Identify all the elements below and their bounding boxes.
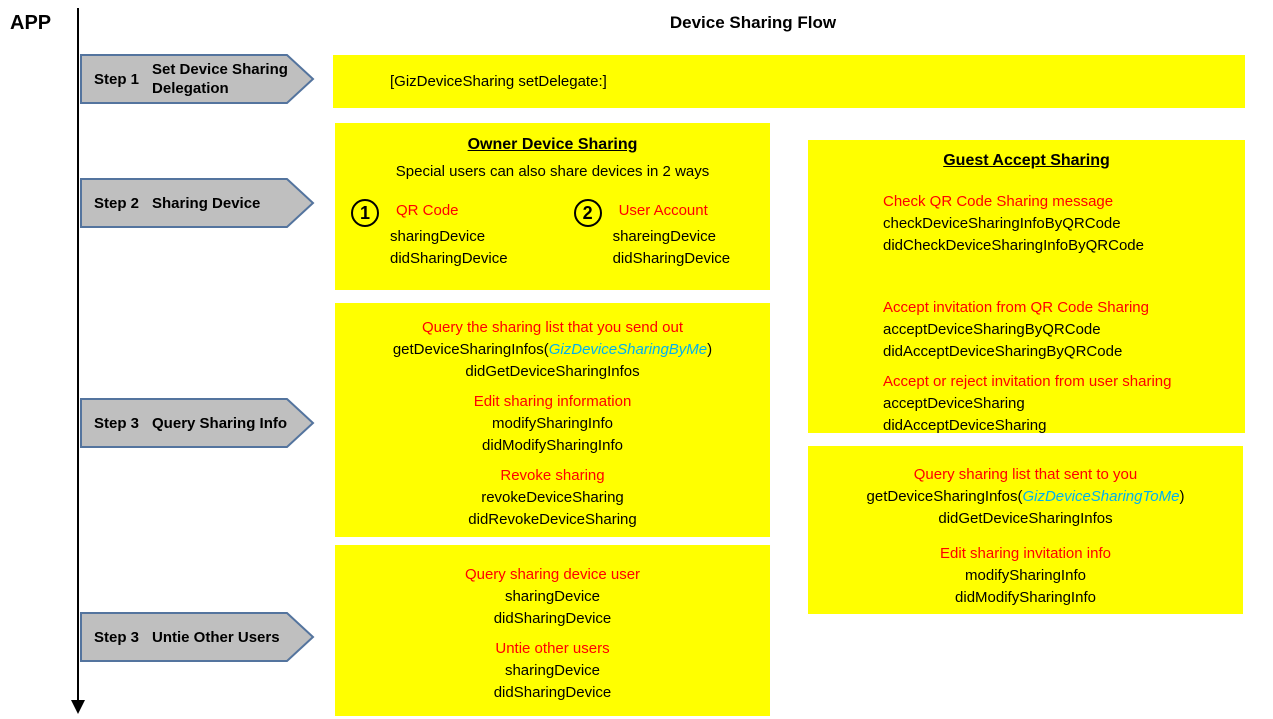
option-2-circle-icon: 2 xyxy=(573,199,602,227)
api-callback: didSharingDevice xyxy=(390,250,508,267)
api-method: sharingDevice xyxy=(390,228,486,245)
section-heading: Query the sharing list that you send out xyxy=(422,319,683,336)
api-callback: didModifySharingInfo xyxy=(482,437,623,454)
section-heading: Edit sharing invitation info xyxy=(940,545,1111,562)
section-edit-sharing: Edit sharing information modifySharingIn… xyxy=(335,391,770,457)
section-heading: Edit sharing information xyxy=(473,393,632,410)
api-method: checkDeviceSharingInfoByQRCode xyxy=(883,215,1121,232)
section-heading: Accept or reject invitation from user sh… xyxy=(883,373,1172,390)
section-accept-user-sharing: Accept or reject invitation from user sh… xyxy=(883,371,1245,437)
step-number: Step 2 xyxy=(94,194,140,212)
step-number: Step 3 xyxy=(94,628,140,646)
page-title: Device Sharing Flow xyxy=(669,13,837,32)
section-check-qr: Check QR Code Sharing message checkDevic… xyxy=(883,191,1245,257)
api-call-line: getDeviceSharingInfos(GizDeviceSharingTo… xyxy=(808,486,1243,508)
api-callback: didCheckDeviceSharingInfoByQRCode xyxy=(883,237,1144,254)
section-heading: Untie other users xyxy=(495,640,610,657)
api-method: acceptDeviceSharingByQRCode xyxy=(883,321,1101,338)
step3-untie-arrow: Step 3 Untie Other Users xyxy=(80,612,315,662)
api-call-prefix: getDeviceSharingInfos( xyxy=(392,341,549,358)
query-sent-to-you-box: Query sharing list that sent to you getD… xyxy=(808,446,1243,614)
step3-query-arrow: Step 3 Query Sharing Info xyxy=(80,398,315,448)
owner-device-sharing-box: Owner Device Sharing Special users can a… xyxy=(335,123,770,290)
step-number: Step 1 xyxy=(94,70,140,88)
query-sharing-info-box: Query the sharing list that you send out… xyxy=(335,303,770,537)
api-call-line: getDeviceSharingInfos(GizDeviceSharingBy… xyxy=(335,339,770,361)
option-1-circle-icon: 1 xyxy=(351,199,379,227)
api-callback: didGetDeviceSharingInfos xyxy=(938,510,1113,527)
section-heading: Query sharing device user xyxy=(464,566,641,583)
api-call-param: GizDeviceSharingToMe xyxy=(1022,488,1180,505)
box-content: Check QR Code Sharing message checkDevic… xyxy=(808,172,1245,437)
api-callback: didSharingDevice xyxy=(493,684,612,701)
qr-code-option: 1 QR Code sharingDevice didSharingDevice xyxy=(351,199,508,270)
section-heading: Query sharing list that sent to you xyxy=(913,466,1138,483)
api-callback: didRevokeDeviceSharing xyxy=(468,511,637,528)
section-edit-invitation: Edit sharing invitation info modifyShari… xyxy=(808,543,1243,609)
step-number: Step 3 xyxy=(94,414,140,432)
lifeline-arrowhead-icon xyxy=(71,700,85,714)
step-arrow-shape-icon xyxy=(80,612,315,662)
section-query-device-user: Query sharing device user sharingDevice … xyxy=(335,564,770,630)
api-method: modifySharingInfo xyxy=(492,415,613,432)
box-subtitle: Special users can also share devices in … xyxy=(395,163,710,180)
api-method: revokeDeviceSharing xyxy=(481,489,624,506)
section-heading: Revoke sharing xyxy=(500,467,605,484)
step1-arrow: Step 1 Set Device Sharing Delegation xyxy=(80,54,315,104)
option-texts: QR Code sharingDevice didSharingDevice xyxy=(390,199,508,270)
option-label: QR Code xyxy=(396,202,459,219)
api-method: shareingDevice xyxy=(612,228,716,245)
box-title: Owner Device Sharing xyxy=(467,136,638,153)
step-title: Query Sharing Info xyxy=(152,414,288,432)
sharing-options: 1 QR Code sharingDevice didSharingDevice… xyxy=(335,199,770,270)
api-call-suffix: ) xyxy=(707,341,713,358)
section-accept-qr: Accept invitation from QR Code Sharing a… xyxy=(883,297,1245,363)
untie-other-users-box: Query sharing device user sharingDevice … xyxy=(335,545,770,716)
api-call-prefix: getDeviceSharingInfos( xyxy=(866,488,1023,505)
step-title: Set Device Sharing Delegation xyxy=(152,61,288,97)
api-method: acceptDeviceSharing xyxy=(883,395,1025,412)
api-call-param: GizDeviceSharingByMe xyxy=(548,341,708,358)
section-query-sent-to-you: Query sharing list that sent to you getD… xyxy=(808,464,1243,530)
step-arrow-shape-icon xyxy=(80,54,315,104)
api-callback: didAcceptDeviceSharing xyxy=(883,417,1047,434)
app-label: APP xyxy=(10,12,52,34)
api-callback: didAcceptDeviceSharingByQRCode xyxy=(883,343,1123,360)
step-arrow-shape-icon xyxy=(80,398,315,448)
api-callback: didGetDeviceSharingInfos xyxy=(465,363,640,380)
api-method: sharingDevice xyxy=(504,662,601,679)
api-callback: didSharingDevice xyxy=(493,610,612,627)
api-callback: didModifySharingInfo xyxy=(955,589,1096,606)
step-arrow-shape-icon xyxy=(80,178,315,228)
api-method: modifySharingInfo xyxy=(965,567,1086,584)
api-call: [GizDeviceSharing setDelegate:] xyxy=(390,72,607,90)
guest-accept-sharing-box: Guest Accept Sharing Check QR Code Shari… xyxy=(808,140,1245,434)
user-account-option: 2 User Account shareingDevice didSharing… xyxy=(573,199,731,270)
step-title: Sharing Device xyxy=(152,194,261,212)
section-heading: Check QR Code Sharing message xyxy=(883,193,1114,210)
box-title: Guest Accept Sharing xyxy=(943,152,1110,169)
section-heading: Accept invitation from QR Code Sharing xyxy=(883,299,1149,316)
section-revoke-sharing: Revoke sharing revokeDeviceSharing didRe… xyxy=(335,465,770,531)
step2-arrow: Step 2 Sharing Device xyxy=(80,178,315,228)
app-lifeline xyxy=(77,8,79,700)
api-callback: didSharingDevice xyxy=(612,250,731,267)
option-label: User Account xyxy=(618,202,708,219)
api-method: sharingDevice xyxy=(504,588,601,605)
set-delegate-box: [GizDeviceSharing setDelegate:] xyxy=(333,55,1245,108)
section-query-send-out: Query the sharing list that you send out… xyxy=(335,317,770,383)
api-call-suffix: ) xyxy=(1179,488,1185,505)
section-untie-users: Untie other users sharingDevice didShari… xyxy=(335,638,770,704)
option-texts: User Account shareingDevice didSharingDe… xyxy=(613,199,731,270)
step-title: Untie Other Users xyxy=(152,628,280,646)
